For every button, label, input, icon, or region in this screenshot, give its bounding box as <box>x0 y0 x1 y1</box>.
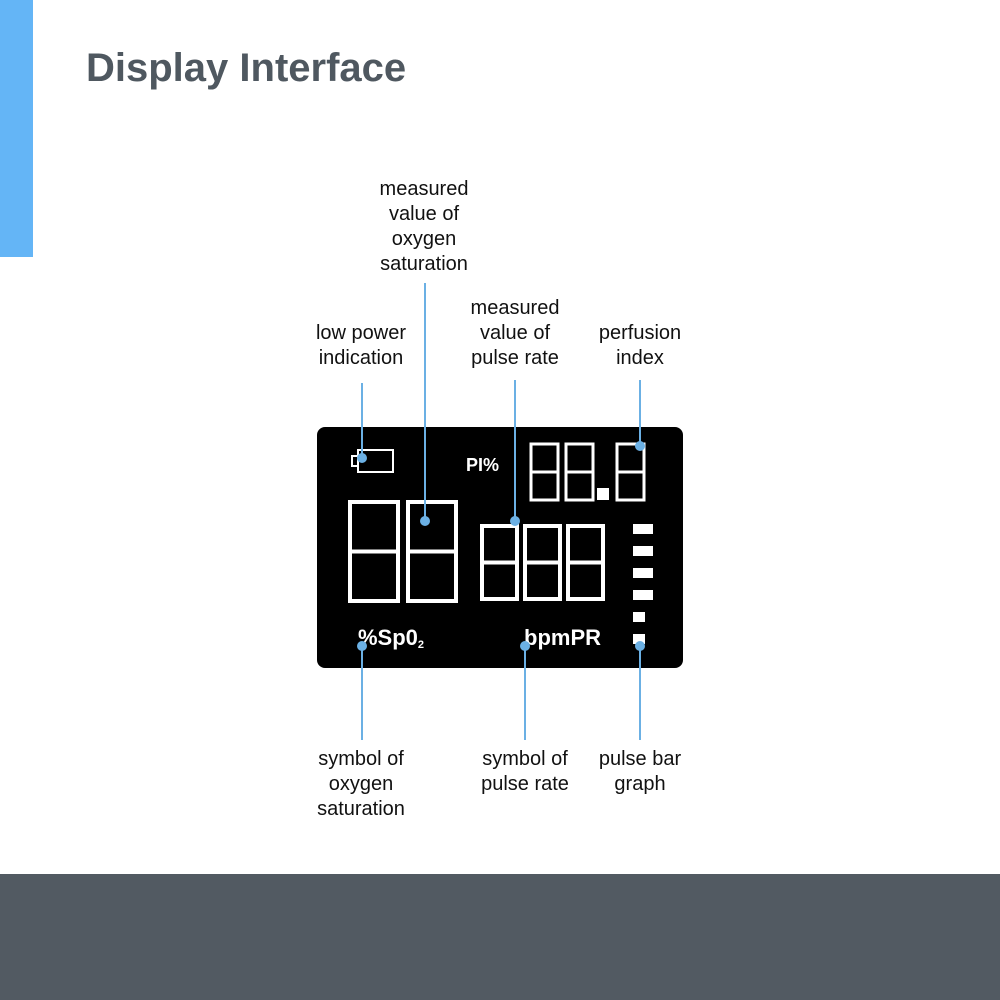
leader-pulse-value <box>510 380 520 526</box>
callout-oxygen-value: measured value of oxygen saturation <box>379 178 469 275</box>
digit <box>406 500 458 603</box>
spo2-value-readout <box>348 500 458 603</box>
callout-pulse-symbol: symbol of pulse rate <box>481 748 569 795</box>
callout-pulse-bar: pulse bar graph <box>598 748 682 795</box>
footer-band <box>0 874 1000 1000</box>
digit <box>348 500 400 603</box>
leader-low-power <box>357 383 367 463</box>
oximeter-display-diagram: PI% %Sp02 bpmPR <box>317 283 683 740</box>
digit <box>564 442 595 502</box>
pulse-bar-graph <box>633 524 653 644</box>
callout-oxygen-symbol: symbol of oxygen saturation <box>317 748 405 820</box>
pi-symbol: PI% <box>466 455 499 475</box>
pulse-bar-segment <box>633 590 653 600</box>
pulse-bar-segment <box>633 546 653 556</box>
callout-low-power: low power indication <box>315 322 407 369</box>
pulse-bar-segment <box>633 568 653 578</box>
accent-bar <box>0 0 33 257</box>
leader-oxygen-value <box>420 283 430 526</box>
spo2-symbol: %Sp02 <box>358 625 424 651</box>
leader-oxygen-symbol <box>357 641 367 740</box>
callout-perfusion: perfusion index <box>598 322 682 369</box>
leader-pulse-symbol <box>520 641 530 740</box>
leader-pulse-bar <box>635 641 645 740</box>
digit <box>615 442 646 502</box>
leader-perfusion <box>635 380 645 451</box>
digit <box>480 524 519 601</box>
digit <box>566 524 605 601</box>
callout-pulse-value: measured value of pulse rate <box>470 297 560 369</box>
pulse-rate-readout <box>480 524 605 601</box>
decimal-point <box>597 488 609 500</box>
pulse-bar-segment <box>633 524 653 534</box>
pulse-rate-symbol: bpmPR <box>524 625 601 650</box>
digit <box>529 442 560 502</box>
digit <box>523 524 562 601</box>
pulse-bar-segment <box>633 612 645 622</box>
pulse-bar-segment <box>633 634 645 644</box>
perfusion-index-readout <box>529 442 646 502</box>
page-title: Display Interface <box>86 46 407 90</box>
